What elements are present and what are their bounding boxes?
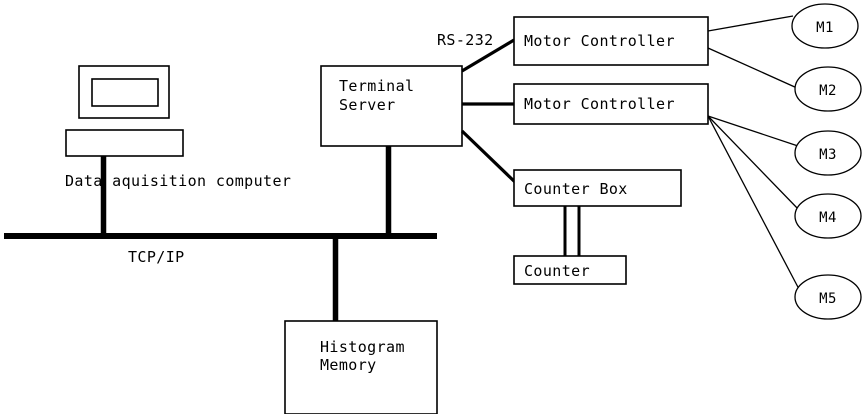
terminal-server-to-motor-controller-1-link bbox=[461, 38, 515, 73]
motor-4-node bbox=[794, 193, 862, 239]
counter-box-label: Counter Box bbox=[524, 180, 628, 198]
motor-controller-1-to-motor-2-link bbox=[707, 47, 798, 89]
terminal-server-label-line1: Terminal bbox=[339, 77, 414, 95]
motor-3-node bbox=[794, 130, 862, 176]
motor-controller-2-to-motor-4-link bbox=[707, 115, 801, 212]
motor-5-label: M5 bbox=[819, 291, 837, 307]
histogram-memory-label-line1: Histogram bbox=[320, 338, 405, 356]
counter-label: Counter bbox=[524, 262, 590, 280]
histogram-memory-label-line2: Memory bbox=[320, 356, 377, 374]
motor-controller-2-box bbox=[513, 83, 709, 125]
motor-controller-2-to-motor-3-link bbox=[707, 115, 799, 147]
motor-controller-2-label: Motor Controller bbox=[524, 95, 675, 113]
terminal-server-box bbox=[320, 65, 463, 147]
computer-chassis bbox=[65, 129, 184, 157]
histogram-memory-box bbox=[284, 320, 438, 414]
computer-monitor-screen bbox=[91, 78, 159, 107]
motor-controller-1-label: Motor Controller bbox=[524, 32, 675, 50]
motor-4-label: M4 bbox=[819, 210, 837, 226]
motor-controller-2-to-motor-5-link bbox=[707, 115, 801, 292]
motor-5-node bbox=[794, 274, 862, 320]
motor-2-node bbox=[794, 66, 862, 112]
counter-box bbox=[513, 255, 627, 285]
motor-3-label: M3 bbox=[819, 147, 837, 163]
motor-1-label: M1 bbox=[816, 20, 834, 36]
motor-controller-1-box bbox=[513, 16, 709, 66]
motor-1-node bbox=[791, 3, 859, 49]
computer-caption: Data aquisition computer bbox=[65, 172, 291, 190]
counter-box-box bbox=[513, 169, 682, 207]
terminal-server-to-counter-box-link bbox=[460, 129, 518, 185]
motor-controller-1-to-motor-1-link bbox=[707, 15, 794, 32]
tcpip-bus-label: TCP/IP bbox=[128, 248, 185, 266]
motor-2-label: M2 bbox=[819, 83, 837, 99]
terminal-server-label-line2: Server bbox=[339, 96, 396, 114]
rs232-label: RS-232 bbox=[437, 31, 494, 49]
